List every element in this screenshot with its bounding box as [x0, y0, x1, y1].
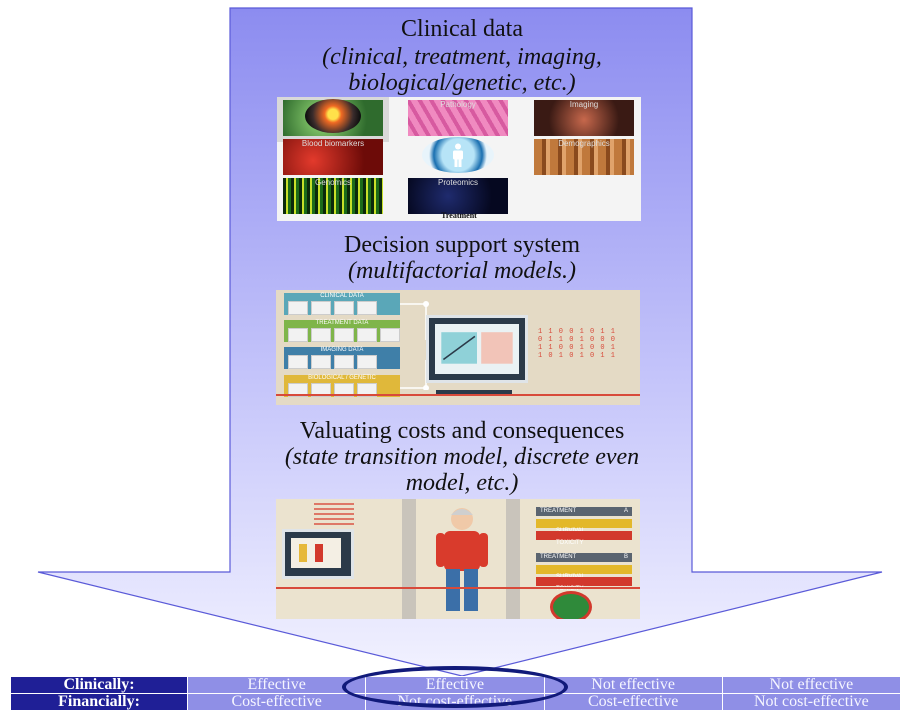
clinical-data-row: CLINICAL DATA — [284, 293, 400, 315]
blood-biomarkers-tile: Blood biomarkers — [283, 139, 383, 175]
bits-line: 1 0 1 0 1 0 1 1 — [538, 352, 617, 360]
table-cell: Cost-effective — [543, 693, 723, 711]
treatment-data-row: TREATMENT DATA — [284, 320, 400, 342]
row-label: TREATMENT DATA — [315, 320, 369, 326]
monitor-icon — [426, 315, 528, 383]
table-cell: Not cost-effective — [721, 693, 902, 711]
survival-bar: SURVIVAL — [536, 519, 632, 534]
imaging-data-row: IMAGING DATA — [284, 347, 400, 369]
survival-bar: SURVIVAL — [536, 565, 632, 580]
card-letter: B — [623, 554, 628, 560]
toxicity-label: TOXICITY — [556, 540, 584, 546]
decision-support-subtitle: (multifactorial models.) — [348, 258, 576, 284]
clinical-data-title: Clinical data — [401, 16, 523, 42]
demographics-tile: Demographics — [534, 139, 634, 175]
tile-label: Genomics — [314, 178, 351, 187]
tile-label: Demographics — [558, 139, 610, 148]
toxicity-bar: TOXICITY — [536, 531, 632, 546]
genomics-tile: Genomics — [283, 178, 383, 214]
patient-icon — [408, 137, 508, 175]
valuation-subtitle-line1: (state transition model, discrete even — [284, 444, 640, 470]
card-header: TREATMENT B — [536, 553, 632, 562]
valuation-subtitle-line2: model, etc.) — [405, 470, 519, 496]
pathology-tile: Pathology — [408, 100, 508, 136]
table-row: Financially: Cost-effective Not cost-eff… — [10, 693, 902, 711]
card-letter: A — [623, 508, 628, 514]
row-label: BIOLOGICAL / GENETIC — [308, 375, 376, 381]
row-label: CLINICAL DATA — [320, 293, 364, 299]
row-label: IMAGING DATA — [320, 347, 364, 353]
tile-label: Imaging — [569, 100, 599, 109]
highlight-ellipse — [342, 666, 568, 708]
card-title: TREATMENT — [540, 554, 577, 560]
data-strips — [314, 503, 354, 525]
treatment-b-card: TREATMENT B SURVIVAL TOXICITY — [536, 553, 632, 593]
clinical-data-collage: Toxicity Pathology Imaging Blood biomark… — [277, 97, 641, 221]
laptop-icon — [282, 529, 354, 579]
treatment-a-card: TREATMENT A SURVIVAL TOXICITY — [536, 507, 632, 547]
treatment-label: Treatment — [441, 211, 477, 220]
toxicity-bar: TOXICITY — [536, 577, 632, 592]
table-cell: Cost-effective — [186, 693, 367, 711]
scan-image — [305, 99, 361, 133]
card-header: TREATMENT A — [536, 507, 632, 516]
tile-label: Blood biomarkers — [301, 139, 365, 148]
binary-stream: 1 1 0 0 1 0 1 1 0 1 1 0 1 0 0 0 1 1 0 0 … — [538, 328, 616, 360]
proteomics-tile: Proteomics — [408, 178, 508, 214]
bits-line: 0 1 1 0 1 0 0 0 — [538, 336, 617, 344]
table-cell: Not effective — [721, 676, 902, 694]
bits-line: 1 1 0 0 1 0 0 1 — [538, 344, 617, 352]
patient-figure — [436, 508, 488, 611]
clinically-label: Clinically: — [10, 676, 188, 694]
decision-support-title: Decision support system — [344, 232, 580, 258]
biological-genetic-row: BIOLOGICAL / GENETIC — [284, 375, 400, 397]
card-title: TREATMENT — [540, 508, 577, 514]
bits-line: 1 1 0 0 1 0 1 1 — [538, 328, 617, 336]
clinical-data-subtitle-line2: biological/genetic, etc.) — [348, 70, 576, 96]
imaging-tile: Imaging — [534, 100, 634, 136]
floor-line — [276, 587, 640, 589]
table-cell: Effective — [186, 676, 367, 694]
toxicity-label: TOXICITY — [556, 586, 584, 592]
financially-label: Financially: — [10, 693, 188, 711]
person-icon — [453, 143, 463, 167]
monitor-stand — [436, 390, 512, 396]
money-icon — [550, 591, 592, 619]
floor-line — [276, 394, 640, 396]
tile-label: Pathology — [440, 100, 476, 109]
clinical-data-subtitle-line1: (clinical, treatment, imaging, — [322, 44, 602, 70]
outcome-table: Clinically: Effective Effective Not effe… — [10, 676, 902, 711]
decision-support-illustration: CLINICAL DATA TREATMENT DATA IMAGING DAT… — [276, 290, 640, 405]
scanner-right — [506, 499, 520, 619]
table-cell: Not effective — [543, 676, 723, 694]
cost-consequence-illustration: TREATMENT A SURVIVAL TOXICITY TREATMENT … — [276, 499, 640, 619]
scanner-left — [402, 499, 416, 619]
chart-glyph — [441, 332, 513, 364]
tile-label: Proteomics — [437, 178, 478, 187]
valuation-title: Valuating costs and consequences — [299, 418, 625, 444]
